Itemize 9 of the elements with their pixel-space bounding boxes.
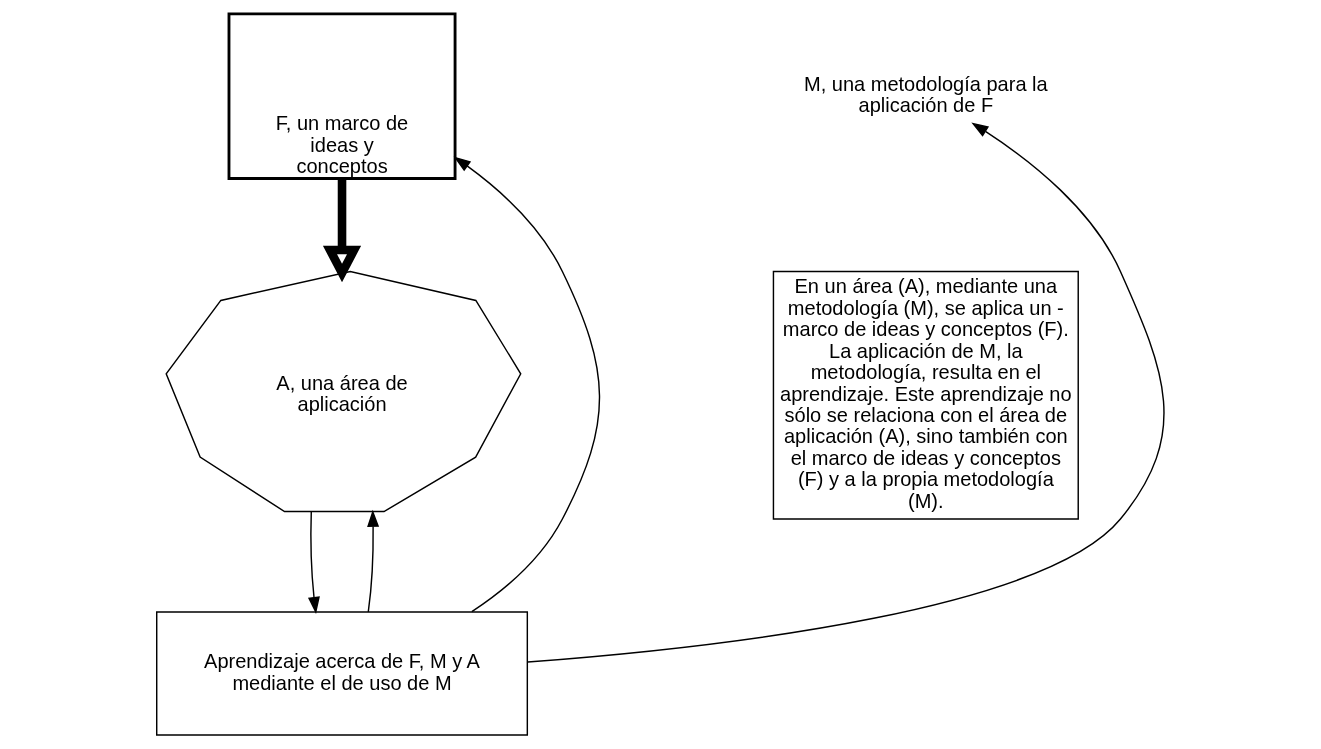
arrow	[307, 511, 320, 614]
label: En un área (A), mediante una metodología (M), se aplica un - marco de ideas y conceptos (F). La aplicación de M, la metodología, resulta en el aprendizaje. Este aprendizaje no sólo se relaciona con el área de aplicación (A), sino también con el marco de ideas y conceptos (F) y a la propia metodología (M).	[780, 275, 1072, 512]
node-box: F, un marco de ideas y conceptos	[227, 12, 457, 180]
arrow	[453, 156, 601, 613]
node-text: M, una metodología para la aplicación de F	[803, 72, 1048, 117]
arrow	[527, 122, 1165, 663]
node-box: Aprendizaje acerca de F, M y A mediante el de uso de M	[156, 611, 529, 736]
arrow	[322, 178, 362, 283]
arrow	[367, 509, 380, 613]
